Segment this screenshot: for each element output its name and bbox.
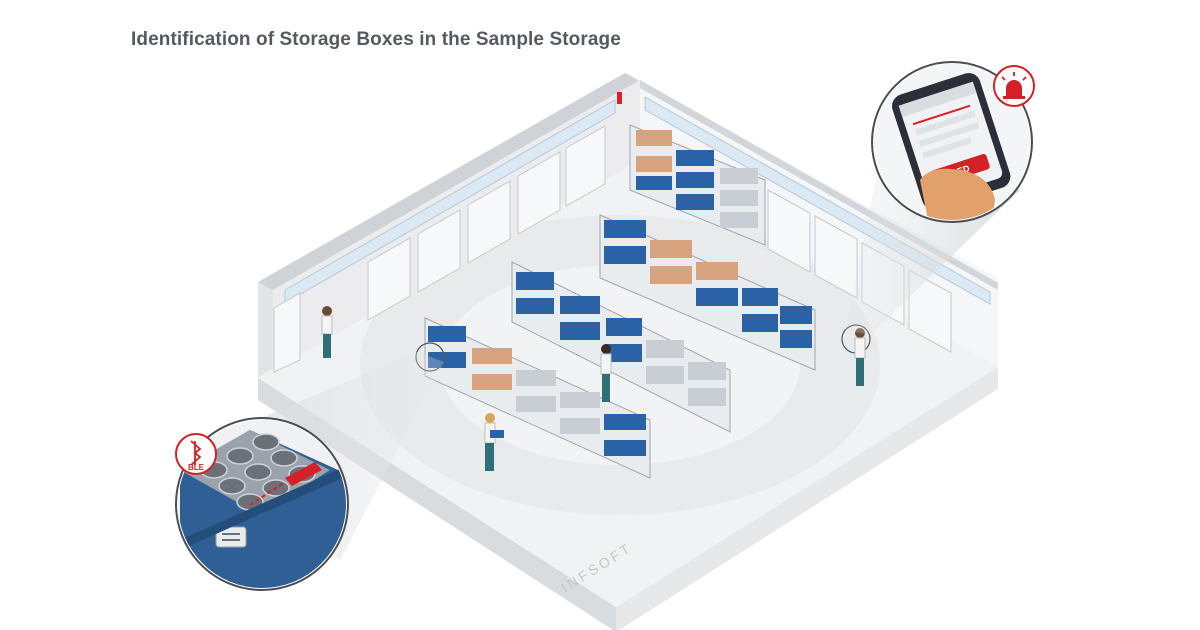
alarm-badge: [993, 65, 1035, 107]
page-title: Identification of Storage Boxes in the S…: [131, 29, 621, 50]
hand: [920, 168, 995, 220]
storage-box-callout: [175, 417, 349, 591]
ble-badge: BLE: [175, 433, 217, 475]
phone-callout: LED: [871, 61, 1033, 223]
ble-label: BLE: [188, 463, 205, 472]
shelf-row-front-middle: [511, 261, 731, 433]
bluetooth-icon: [190, 440, 202, 466]
worker-left-wall: [321, 306, 333, 358]
shelf-row-back: [629, 124, 766, 246]
left-wall-cabinets: [273, 125, 606, 373]
alarm-light-icon: [1001, 72, 1027, 99]
shelf-row-middle: [599, 214, 816, 371]
workers: [321, 306, 871, 471]
worker-carrying-box: [484, 413, 504, 471]
worker-center: [600, 344, 612, 402]
